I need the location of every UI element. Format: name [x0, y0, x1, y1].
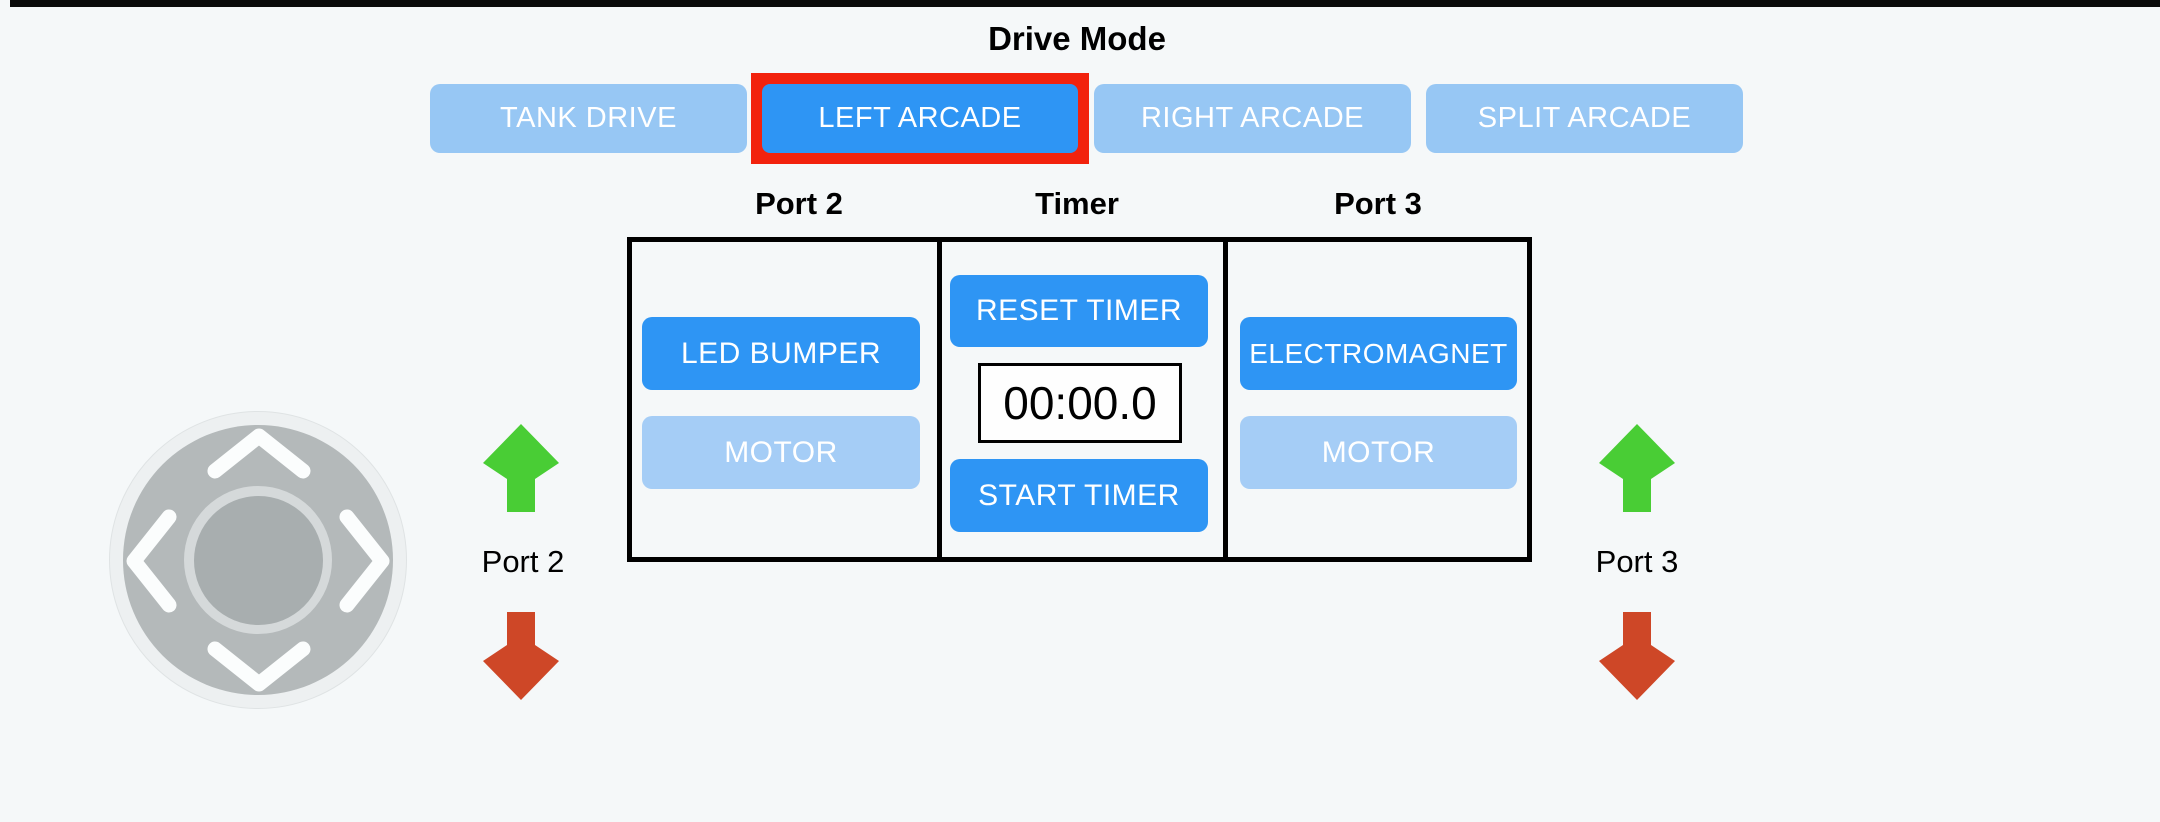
- right-arcade-button[interactable]: RIGHT ARCADE: [1094, 84, 1411, 153]
- timer-header: Timer: [1035, 186, 1119, 221]
- port-3-down-arrow-icon: [1599, 612, 1675, 700]
- port-2-label: Port 2: [481, 544, 565, 579]
- reset-timer-button[interactable]: RESET TIMER: [950, 275, 1208, 347]
- panel-divider-right: [1223, 242, 1228, 557]
- joystick-knob[interactable]: [193, 495, 323, 625]
- joystick[interactable]: [109, 411, 407, 709]
- timer-display: 00:00.0: [978, 363, 1182, 443]
- drive-mode-title: Drive Mode: [988, 20, 1166, 57]
- selected-mode-outline: LEFT ARCADE: [751, 73, 1089, 164]
- port-3-header: Port 3: [1334, 186, 1422, 221]
- electromagnet-button[interactable]: ELECTROMAGNET: [1240, 317, 1517, 390]
- joystick-knob-ring: [184, 486, 332, 634]
- port-3-motor-button[interactable]: MOTOR: [1240, 416, 1517, 489]
- control-panel: [627, 237, 1532, 562]
- panel-divider-left: [937, 242, 942, 557]
- port-3-label: Port 3: [1595, 544, 1679, 579]
- port-2-down-arrow-icon: [483, 612, 559, 700]
- left-arcade-button[interactable]: LEFT ARCADE: [762, 84, 1078, 153]
- port-2-header: Port 2: [755, 186, 843, 221]
- start-timer-button[interactable]: START TIMER: [950, 459, 1208, 532]
- port-2-motor-button[interactable]: MOTOR: [642, 416, 920, 489]
- right-chevron-icon: [339, 509, 390, 613]
- port-2-up-arrow-icon: [483, 424, 559, 512]
- joystick-direction-icons: [126, 428, 390, 692]
- left-chevron-icon: [126, 509, 177, 613]
- split-arcade-button[interactable]: SPLIT ARCADE: [1426, 84, 1743, 153]
- up-chevron-icon: [207, 428, 311, 479]
- led-bumper-button[interactable]: LED BUMPER: [642, 317, 920, 390]
- tank-drive-button[interactable]: TANK DRIVE: [430, 84, 747, 153]
- top-border: [10, 0, 2160, 7]
- down-chevron-icon: [207, 641, 311, 692]
- port-3-up-arrow-icon: [1599, 424, 1675, 512]
